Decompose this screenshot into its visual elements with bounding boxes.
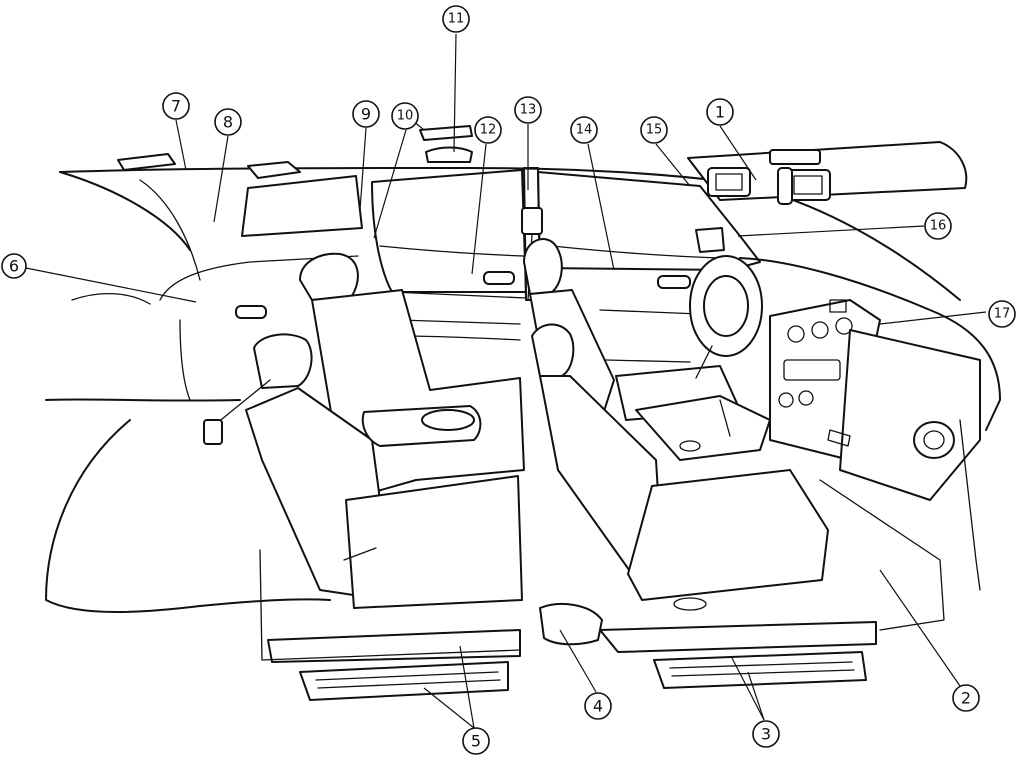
callout-8: 8 [214, 108, 242, 136]
rear-seat [203, 252, 525, 661]
callout-5: 5 [462, 727, 490, 755]
callout-label: 2 [961, 689, 971, 708]
callout-label: 14 [576, 123, 593, 138]
callout-label: 9 [361, 105, 371, 124]
callout-14: 14 [570, 116, 598, 144]
callout-13: 13 [514, 96, 542, 124]
callout-label: 10 [397, 109, 414, 124]
callout-label: 4 [593, 697, 603, 716]
callout-label: 6 [9, 257, 19, 276]
roof-fittings [117, 125, 473, 179]
callout-2: 2 [952, 684, 980, 712]
callout-10: 10 [391, 102, 419, 130]
callout-label: 5 [471, 732, 481, 751]
callout-17: 17 [988, 300, 1016, 328]
callout-12: 12 [474, 116, 502, 144]
callout-label: 1 [715, 103, 725, 122]
callout-11: 11 [442, 5, 470, 33]
dashboard [635, 255, 1001, 501]
callout-3: 3 [752, 720, 780, 748]
callout-16: 16 [924, 212, 952, 240]
callout-label: 8 [223, 113, 233, 132]
floor-and-sills [45, 419, 981, 701]
front-door [537, 171, 761, 363]
callout-label: 7 [171, 97, 181, 116]
callout-1: 1 [706, 98, 734, 126]
callout-label: 17 [994, 307, 1011, 322]
callout-label: 13 [520, 103, 537, 118]
callout-label: 16 [930, 219, 947, 234]
callout-4: 4 [584, 692, 612, 720]
roof-outline [59, 167, 961, 301]
callout-9: 9 [352, 100, 380, 128]
sunvisor-group [687, 141, 968, 253]
callout-7: 7 [162, 92, 190, 120]
callout-15: 15 [640, 116, 668, 144]
callout-label: 12 [480, 123, 497, 138]
rear-quarter [45, 175, 363, 402]
callout-label: 3 [761, 725, 771, 744]
callout-6: 6 [1, 253, 27, 279]
callout-label: 11 [448, 12, 465, 27]
callout-label: 15 [646, 123, 663, 138]
